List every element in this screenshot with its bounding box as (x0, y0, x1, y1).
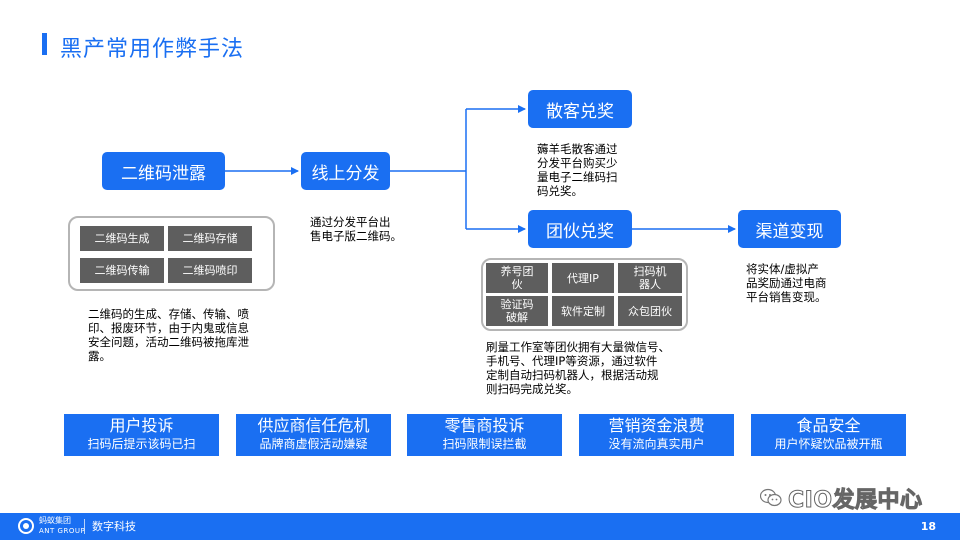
risk-food-safety: 食品安全 用户怀疑饮品被开瓶 (751, 414, 906, 456)
chip-captcha-crack: 验证码破解 (486, 296, 548, 326)
node-retail-redemption: 散客兑奖 (528, 90, 632, 128)
chip-crowdsource-gang: 众包团伙 (618, 296, 682, 326)
page-number: 18 (920, 520, 936, 533)
brand-department: 数字科技 (92, 520, 136, 533)
ant-group-logo-dot (23, 523, 29, 529)
chip-scan-bot: 扫码机器人 (618, 263, 682, 293)
ant-group-logo-icon (18, 518, 34, 534)
chip-qr-store: 二维码存储 (168, 226, 252, 251)
brand-name-en: ANT GROUP (39, 527, 86, 535)
footer-bar: 蚂蚁集团 ANT GROUP 数字科技 18 (0, 513, 960, 540)
desc-retail-redemption: 薅羊毛散客通过 分发平台购买少 量电子二维码扫 码兑奖。 (537, 142, 618, 198)
brand-divider (84, 519, 85, 534)
wechat-icon (760, 488, 782, 507)
chip-qr-generate: 二维码生成 (80, 226, 164, 251)
brand-name-cn: 蚂蚁集团 (39, 516, 71, 525)
risk-retailer-complaint: 零售商投诉 扫码限制误拦截 (407, 414, 562, 456)
desc-channel-monetization: 将实体/虚拟产 品奖励通过电商 平台销售变现。 (746, 262, 827, 304)
risk-supplier-trust: 供应商信任危机 品牌商虚假活动嫌疑 (236, 414, 391, 456)
node-qr-leak: 二维码泄露 (102, 152, 225, 190)
chip-qr-print: 二维码喷印 (168, 258, 252, 283)
risk-user-complaint: 用户投诉 扫码后提示该码已扫 (64, 414, 219, 456)
desc-online-distribution: 通过分发平台出 售电子版二维码。 (310, 215, 402, 243)
chip-qr-transmit: 二维码传输 (80, 258, 164, 283)
chip-account-farming: 养号团伙 (486, 263, 548, 293)
node-online-distribution: 线上分发 (301, 152, 390, 190)
node-gang-redemption: 团伙兑奖 (528, 210, 632, 248)
watermark-text: CIO发展中心 (788, 488, 923, 514)
page-title: 黑产常用作弊手法 (60, 37, 245, 62)
node-channel-monetization: 渠道变现 (738, 210, 841, 248)
chip-custom-software: 软件定制 (552, 296, 614, 326)
chip-proxy-ip: 代理IP (552, 263, 614, 293)
risk-marketing-waste: 营销资金浪费 没有流向真实用户 (579, 414, 734, 456)
desc-gang-redemption: 刷量工作室等团伙拥有大量微信号、 手机号、代理IP等资源，通过软件 定制自动扫码… (486, 340, 670, 396)
desc-qr-leak: 二维码的生成、存储、传输、喷 印、报废环节，由于内鬼或信息 安全问题，活动二维码… (88, 307, 249, 363)
title-accent-bar (42, 33, 47, 55)
watermark: CIO发展中心 (760, 482, 923, 514)
